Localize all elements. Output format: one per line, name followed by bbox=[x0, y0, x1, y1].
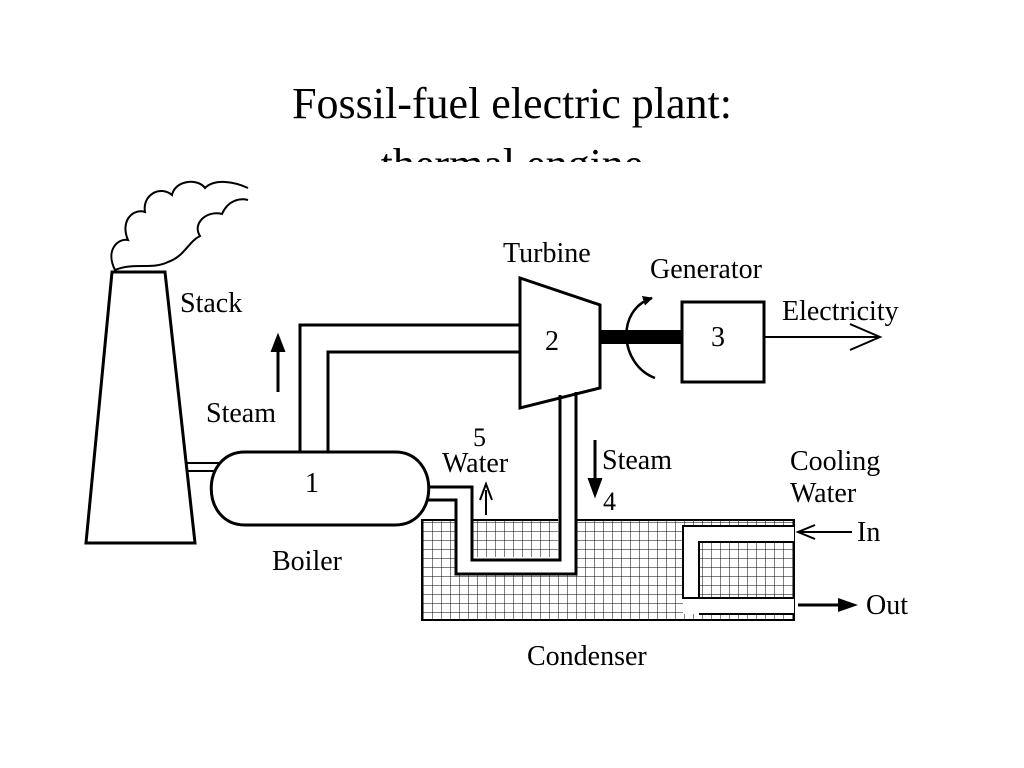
generator-number: 3 bbox=[711, 322, 725, 353]
shaft-icon bbox=[600, 330, 682, 344]
generator-label: Generator bbox=[650, 254, 763, 285]
steam-down-number: 4 bbox=[603, 487, 616, 516]
boiler-icon bbox=[209, 450, 431, 527]
rotation-arrow-icon bbox=[625, 296, 656, 380]
condenser-label: Condenser bbox=[527, 641, 647, 672]
out-label: Out bbox=[866, 590, 908, 621]
generator-icon bbox=[680, 300, 766, 384]
page-subtitle: thermal engine bbox=[0, 140, 1024, 162]
cooling-channel-bend bbox=[683, 542, 699, 598]
cooling-channel-out bbox=[683, 598, 794, 614]
cooling-pipe-outline bbox=[682, 525, 794, 599]
return-pipe bbox=[428, 392, 578, 576]
steam-down-arrow-icon bbox=[587, 477, 603, 499]
turbine-number: 2 bbox=[545, 326, 559, 357]
water-label: Water bbox=[442, 448, 509, 479]
in-label: In bbox=[857, 517, 880, 548]
page-title: Fossil-fuel electric plant: bbox=[292, 79, 732, 128]
water-up-arrow-icon bbox=[479, 481, 493, 501]
steam-down-label: Steam bbox=[602, 445, 672, 476]
out-arrow-icon bbox=[838, 598, 858, 612]
electricity-arrow-icon bbox=[849, 323, 883, 351]
electricity-label: Electricity bbox=[782, 296, 899, 327]
boiler-number: 1 bbox=[305, 468, 319, 499]
water-channel-up bbox=[456, 485, 472, 573]
stack-icon bbox=[84, 270, 197, 545]
boiler-label: Boiler bbox=[272, 546, 343, 577]
turbine-label: Turbine bbox=[503, 238, 591, 269]
steam-channel-down bbox=[558, 398, 576, 573]
turbine-icon bbox=[518, 275, 602, 410]
cooling-water-label-line2: Water bbox=[790, 478, 857, 509]
cooling-channel-in bbox=[683, 526, 794, 542]
in-arrow-icon bbox=[795, 524, 816, 540]
subtitle-clip: thermal engine bbox=[0, 140, 1024, 162]
steam-pipe-outer bbox=[298, 323, 522, 452]
steam-pipe-inner bbox=[326, 350, 522, 452]
steam-up-arrow-icon bbox=[270, 332, 286, 353]
smoke-icon bbox=[110, 180, 249, 271]
steam-up-label: Steam bbox=[206, 398, 276, 429]
cooling-water-label-line1: Cooling bbox=[790, 446, 880, 477]
stack-label: Stack bbox=[180, 288, 242, 319]
water-number: 5 bbox=[473, 423, 486, 452]
